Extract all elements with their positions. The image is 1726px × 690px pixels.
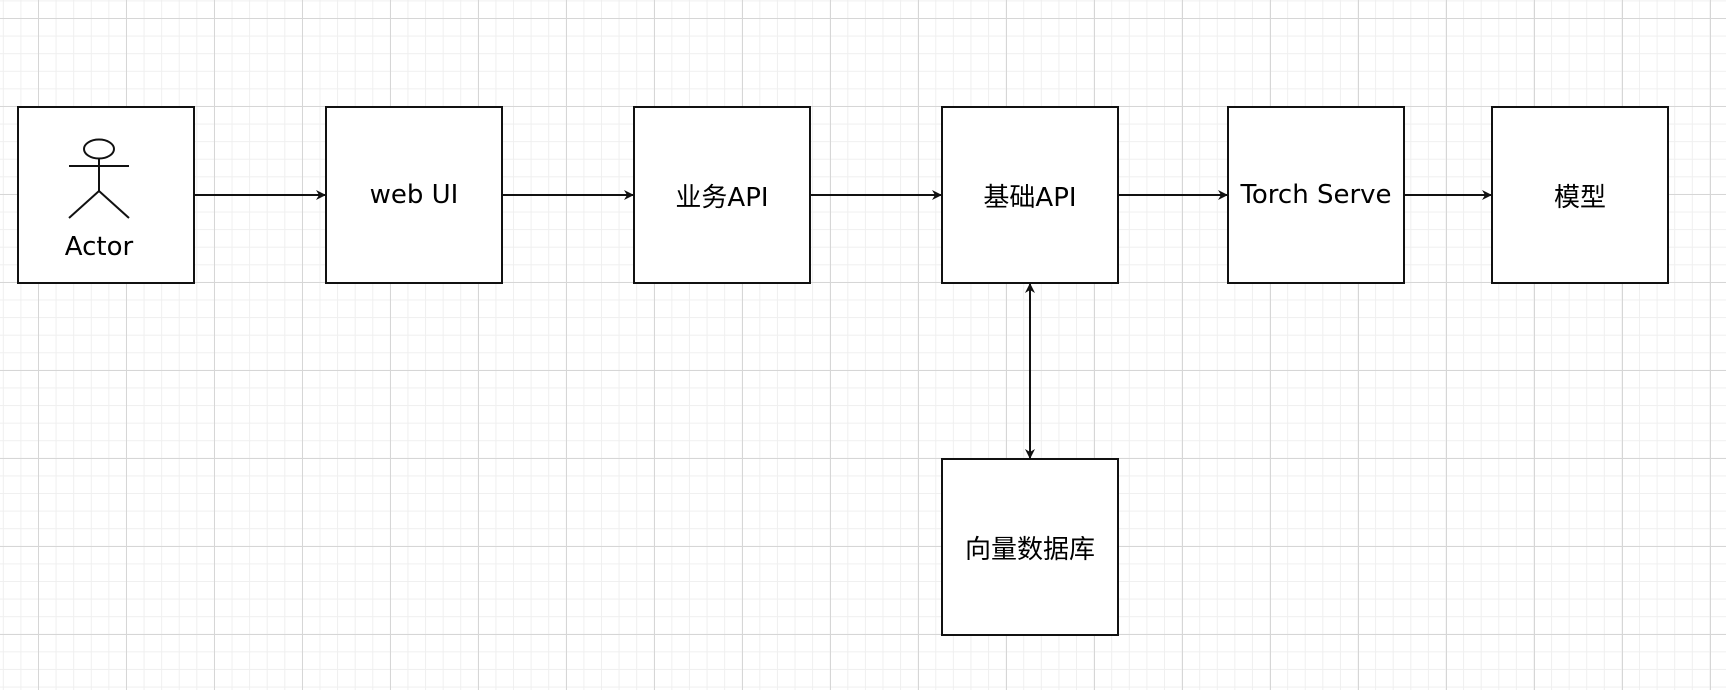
node-base-api[interactable]: 基础API xyxy=(941,106,1119,284)
node-torch-serve-label: Torch Serve xyxy=(1240,180,1392,210)
node-vector-database[interactable]: 向量数据库 xyxy=(941,458,1119,636)
node-base-api-label: 基础API xyxy=(983,182,1077,213)
node-model-label: 模型 xyxy=(1553,182,1606,213)
node-webui[interactable]: web UI xyxy=(325,106,503,284)
node-business-api-label: 业务API xyxy=(675,182,769,213)
node-vector-database-label: 向量数据库 xyxy=(964,534,1095,565)
node-torch-serve[interactable]: Torch Serve xyxy=(1227,106,1405,284)
node-actor[interactable]: Actor xyxy=(17,106,195,284)
node-model[interactable]: 模型 xyxy=(1491,106,1669,284)
stick-figure-icon xyxy=(68,138,130,219)
node-business-api[interactable]: 业务API xyxy=(633,106,811,284)
node-webui-label: web UI xyxy=(369,180,459,210)
node-actor-label: Actor xyxy=(64,232,134,262)
